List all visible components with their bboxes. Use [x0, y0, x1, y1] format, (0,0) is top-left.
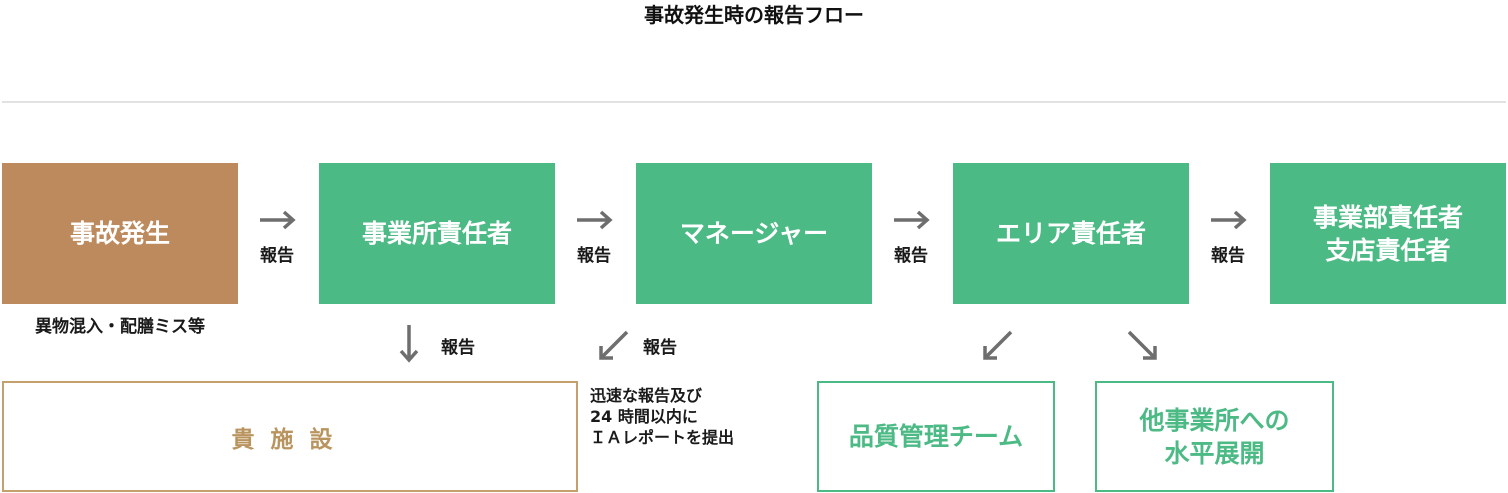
page-title: 事故発生時の報告フロー — [644, 3, 864, 27]
note-line: ＩＡレポートを提出 — [590, 428, 735, 447]
arrow-down-right-icon — [1124, 327, 1164, 367]
quality-team-box: 品質管理チーム — [817, 381, 1055, 492]
facility-label: 貴施設 — [231, 426, 349, 453]
step-label: 事業部責任者 — [1312, 202, 1463, 232]
rollout-box: 他事業所への 水平展開 — [1095, 381, 1334, 492]
arrow-right-icon — [576, 205, 616, 235]
report-label: 報告 — [260, 246, 294, 266]
incident-label: 事故発生 — [69, 219, 170, 248]
note-line: 迅速な報告及び — [590, 386, 703, 405]
report-label: 報告 — [894, 246, 928, 266]
rollout-label: 他事業所への — [1139, 405, 1290, 435]
arrow-right-icon — [1210, 205, 1250, 235]
note-line: 24 時間以内に — [590, 407, 698, 426]
arrow-right-icon — [259, 205, 299, 235]
divider — [2, 101, 1506, 103]
incident-box: 事故発生 — [2, 163, 238, 304]
report-note: 迅速な報告及び 24 時間以内に ＩＡレポートを提出 — [590, 385, 734, 448]
rollout-label: 水平展開 — [1164, 438, 1265, 468]
step-division-manager: 事業部責任者 支店責任者 — [1270, 163, 1506, 304]
report-label: 報告 — [441, 338, 475, 358]
arrow-right-icon — [893, 205, 933, 235]
arrow-down-left-icon — [594, 327, 634, 367]
report-label: 報告 — [577, 246, 611, 266]
step-manager: マネージャー — [636, 163, 872, 304]
step-area-manager: エリア責任者 — [953, 163, 1189, 304]
quality-team-label: 品質管理チーム — [848, 422, 1024, 451]
report-label: 報告 — [643, 338, 677, 358]
step-label: 支店責任者 — [1325, 235, 1451, 265]
arrow-down-icon — [391, 323, 431, 363]
report-label: 報告 — [1211, 246, 1245, 266]
step-label: エリア責任者 — [995, 219, 1146, 248]
step-label: 事業所責任者 — [361, 219, 512, 248]
arrow-down-left-icon — [978, 327, 1018, 367]
facility-box: 貴施設 — [2, 381, 578, 492]
step-site-manager: 事業所責任者 — [319, 163, 555, 304]
step-label: マネージャー — [679, 219, 829, 248]
incident-caption: 異物混入・配膳ミス等 — [35, 317, 205, 337]
